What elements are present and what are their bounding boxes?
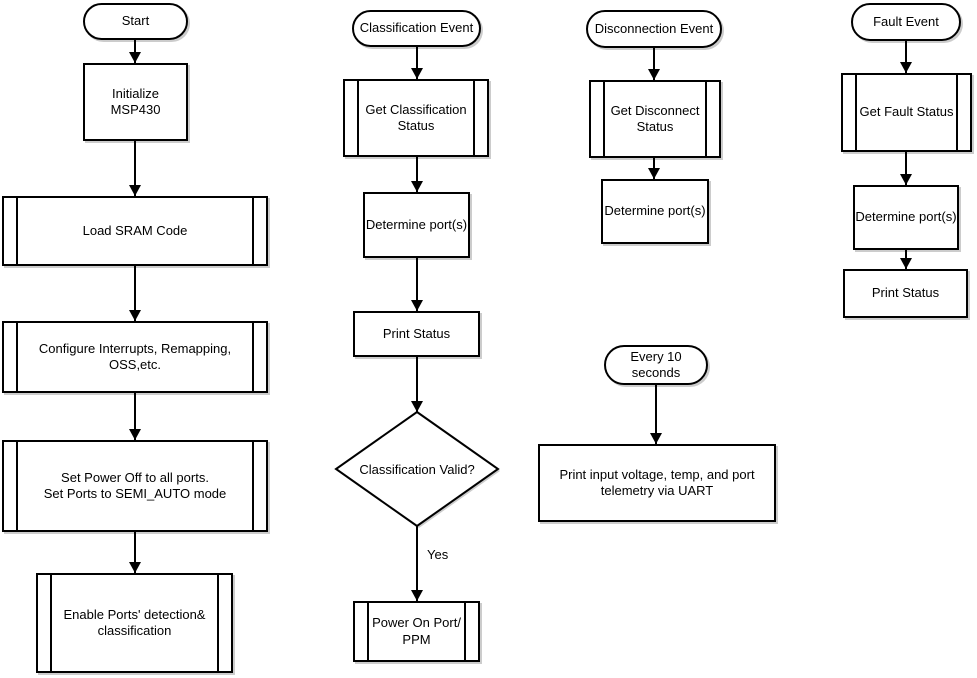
node-get-disconnect-status: Get Disconnect Status	[589, 80, 721, 158]
arrow-start-to-initialize	[129, 40, 141, 63]
arrow-determine-to-print-status	[411, 258, 423, 311]
node-disconnection-event: Disconnection Event	[586, 10, 722, 48]
decision-diamond-shape	[334, 410, 500, 528]
arrow-print-status-to-decision	[411, 357, 423, 412]
node-determine-ports-fault: Determine port(s)	[853, 185, 959, 250]
arrow-set-power-to-enable-ports	[129, 532, 141, 573]
node-start: Start	[83, 3, 188, 40]
node-classification-valid-decision: Classification Valid?	[359, 461, 475, 477]
node-every-10-seconds: Every 10 seconds	[604, 345, 708, 385]
node-determine-ports-classification: Determine port(s)	[363, 192, 470, 258]
arrow-determine-to-print-status-fault	[900, 250, 912, 269]
node-classification-event: Classification Event	[352, 10, 481, 47]
arrow-get-fault-to-determine-ports	[900, 152, 912, 185]
node-get-fault-status: Get Fault Status	[841, 73, 972, 152]
edge-label-yes: Yes	[425, 547, 451, 562]
arrow-get-status-to-determine-ports	[411, 157, 423, 192]
arrow-get-status-to-determine-ports-disc	[648, 158, 660, 179]
node-fault-event: Fault Event	[851, 3, 961, 41]
node-print-status-classification: Print Status	[353, 311, 480, 357]
node-initialize-msp430: Initialize MSP430	[83, 63, 188, 141]
arrow-class-event-to-get-status	[411, 47, 423, 79]
arrow-initialize-to-load-sram	[129, 141, 141, 196]
arrow-load-sram-to-configure	[129, 266, 141, 321]
node-set-power-off: Set Power Off to all ports. Set Ports to…	[2, 440, 268, 532]
node-load-sram-code: Load SRAM Code	[2, 196, 268, 266]
node-print-telemetry-uart: Print input voltage, temp, and port tele…	[538, 444, 776, 522]
node-power-on-port-ppm: Power On Port/ PPM	[353, 601, 480, 662]
node-enable-ports: Enable Ports' detection& classification	[36, 573, 233, 673]
node-configure-interrupts: Configure Interrupts, Remapping, OSS,etc…	[2, 321, 268, 393]
arrow-disc-event-to-get-status	[648, 48, 660, 80]
arrow-every-10s-to-print-telemetry	[650, 385, 662, 444]
arrow-configure-to-set-power	[129, 393, 141, 440]
arrow-decision-yes-to-power-on	[411, 526, 423, 601]
node-print-status-fault: Print Status	[843, 269, 968, 318]
node-determine-ports-disconnection: Determine port(s)	[601, 179, 709, 244]
arrow-fault-event-to-get-status	[900, 41, 912, 73]
node-get-classification-status: Get Classification Status	[343, 79, 489, 157]
